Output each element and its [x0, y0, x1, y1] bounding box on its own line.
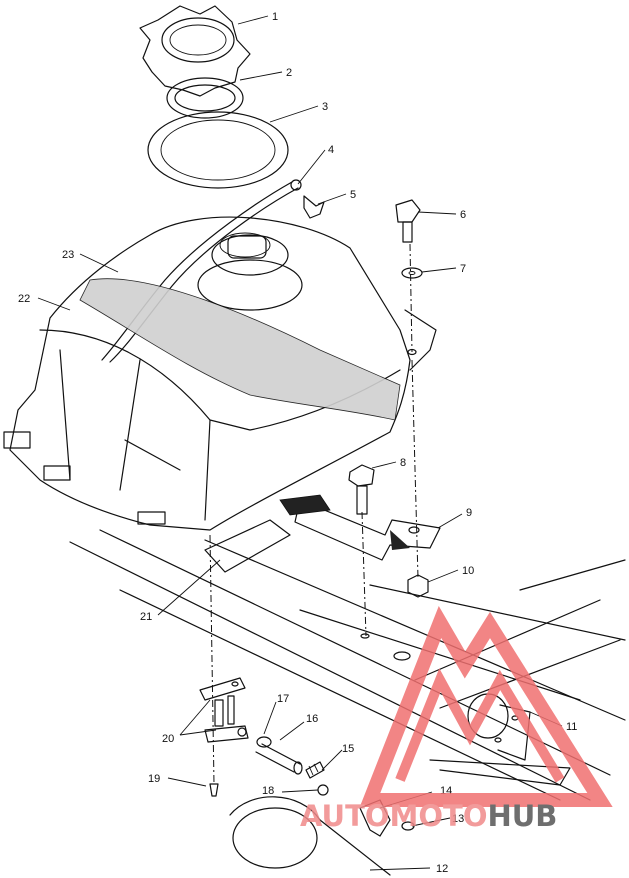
- callout-1: 1: [272, 11, 278, 23]
- bolt-upper: [395, 199, 421, 243]
- nut: [407, 574, 429, 598]
- callout-15: 15: [342, 743, 354, 755]
- bolt-lower: [348, 464, 375, 515]
- callout-18: 18: [262, 785, 274, 797]
- fuel-tank: [3, 216, 437, 531]
- callout-21: 21: [140, 611, 152, 623]
- mount-bracket: [279, 494, 441, 561]
- watermark-part1: AUTOMOTO: [300, 799, 487, 833]
- callout-13: 13: [452, 813, 464, 825]
- frame-rails: [69, 529, 626, 801]
- watermark-logo-icon: [359, 605, 613, 807]
- callout-23: 23: [62, 249, 74, 261]
- washer-upper: [401, 267, 423, 279]
- cap-gasket: [166, 77, 244, 119]
- watermark: AUTOMOTOHUB: [300, 605, 613, 833]
- vent-fitting: [303, 195, 325, 219]
- fuel-line: [255, 736, 303, 775]
- leader-lines: [37, 15, 563, 871]
- callout-12: 12: [436, 863, 448, 875]
- watermark-text: AUTOMOTOHUB: [300, 799, 557, 833]
- fuel-valve: [199, 677, 249, 743]
- vent-seal: [147, 111, 289, 189]
- callout-11: 11: [566, 721, 577, 733]
- callout-19: 19: [148, 773, 160, 785]
- callout-16: 16: [306, 713, 318, 725]
- callout-3: 3: [322, 101, 328, 113]
- callout-17: 17: [277, 693, 289, 705]
- hose-clamp: [305, 761, 325, 779]
- callout-7: 7: [460, 263, 466, 275]
- callout-8: 8: [400, 457, 406, 469]
- fuel-cap: [139, 5, 251, 97]
- vent-hose: [101, 179, 302, 363]
- callout-labels: 1 2 3 4 5 6 7 8 9 10 11 12 13 14 15 16 1…: [18, 11, 577, 875]
- callout-6: 6: [460, 209, 466, 221]
- filter: [317, 784, 329, 796]
- valve-screw: [209, 783, 219, 797]
- callout-10: 10: [462, 565, 474, 577]
- alignment-lines: [209, 243, 419, 785]
- callout-9: 9: [466, 507, 472, 519]
- callout-22: 22: [18, 293, 30, 305]
- watermark-part2: HUB: [487, 799, 557, 833]
- callout-4: 4: [328, 144, 334, 156]
- callout-20: 20: [162, 733, 174, 745]
- callout-2: 2: [286, 67, 292, 79]
- callout-5: 5: [350, 189, 356, 201]
- tank-pad: [204, 519, 291, 573]
